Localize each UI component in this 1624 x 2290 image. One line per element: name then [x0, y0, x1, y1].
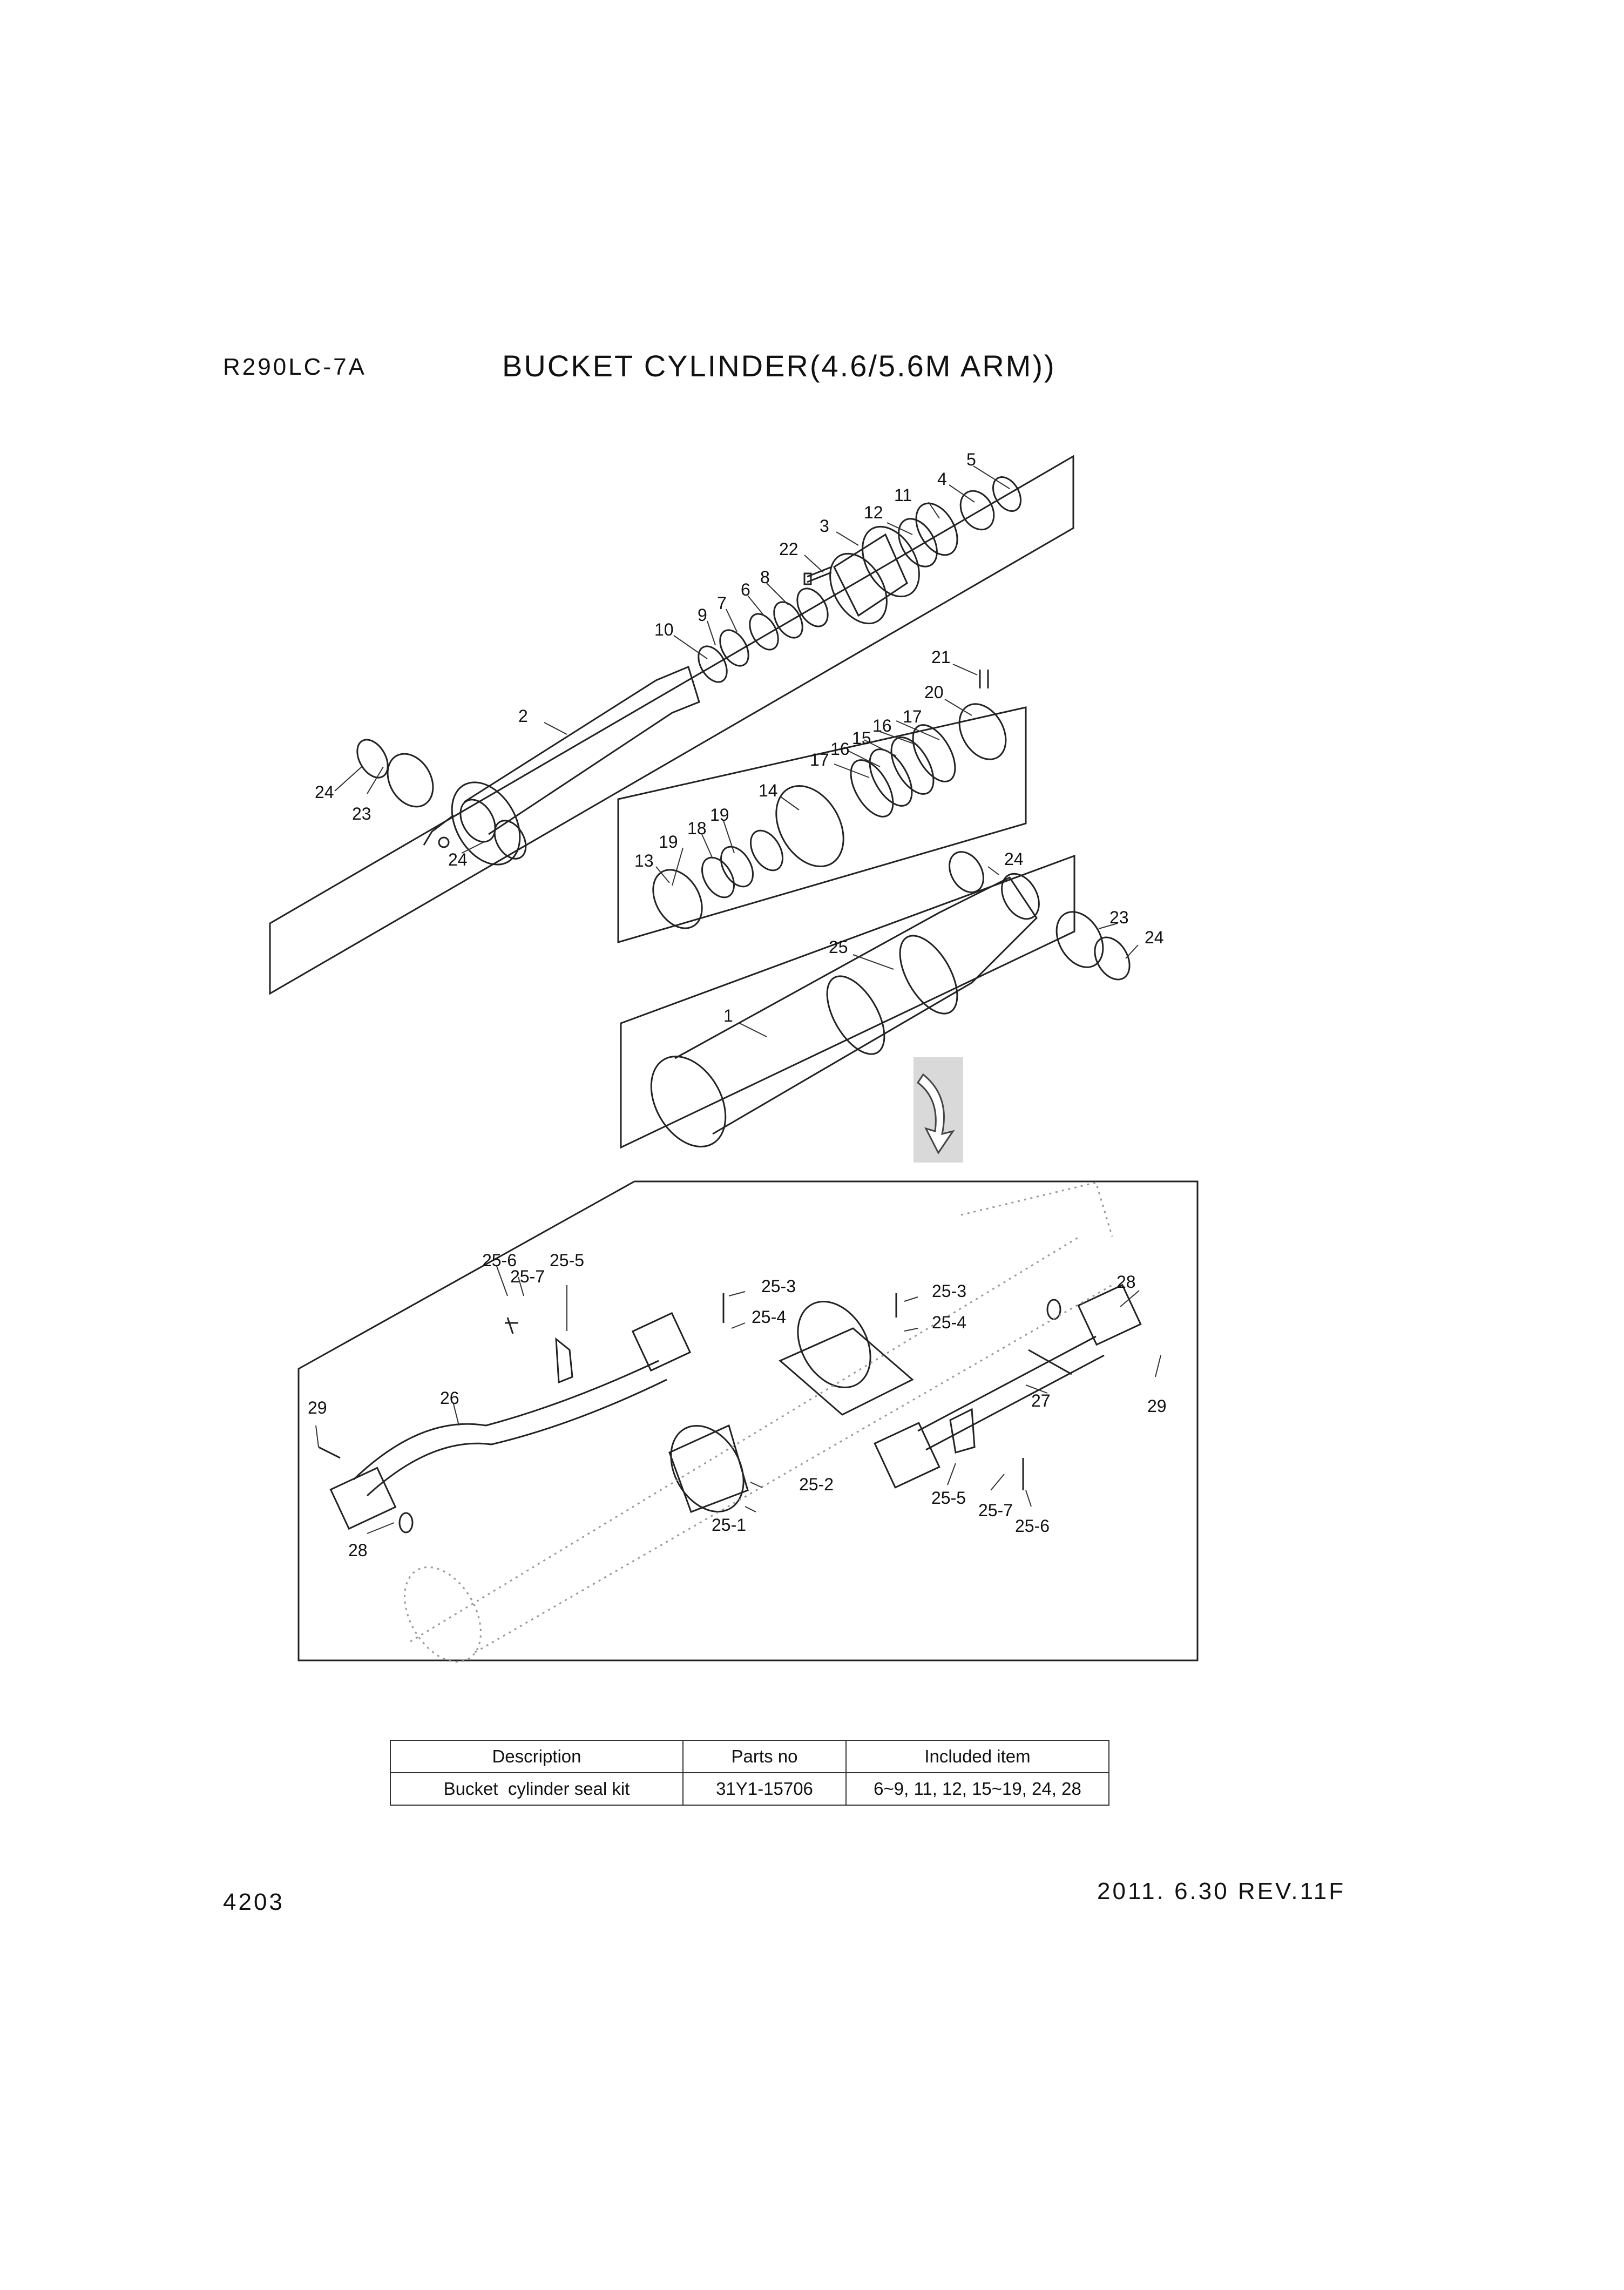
callout-16b: 16: [872, 716, 892, 735]
callout-25-3a: 25-3: [761, 1276, 796, 1296]
callout-18: 18: [687, 819, 707, 838]
cylinder-tube: [650, 851, 1131, 1148]
callout-28b: 28: [348, 1541, 368, 1560]
seal-kit-table: Description Parts no Included item Bucke…: [390, 1740, 1109, 1806]
rod-assembly: [356, 476, 1022, 866]
callout-25-7b: 25-7: [978, 1501, 1013, 1520]
panel-pipe-outline: [297, 1180, 1199, 1661]
callout-1: 1: [723, 1006, 733, 1025]
callout-11: 11: [894, 485, 912, 505]
callout-28a: 28: [1116, 1272, 1136, 1292]
callout-8: 8: [760, 568, 770, 587]
leader-lines: [315, 465, 1161, 1534]
callout-17a: 17: [810, 750, 829, 769]
callout-4: 4: [937, 469, 947, 489]
callout-29b: 29: [1147, 1396, 1167, 1416]
callout-25-4a: 25-4: [752, 1307, 786, 1327]
panel-piston-outline: [617, 706, 1027, 943]
callout-15: 15: [852, 728, 871, 748]
callout-19a: 19: [710, 805, 729, 825]
callout-25-1: 25-1: [712, 1515, 746, 1535]
callout-17b: 17: [903, 707, 922, 726]
callout-5: 5: [966, 450, 976, 469]
table-row: Bucket cylinder seal kit 31Y1-15706 6~9,…: [390, 1772, 1109, 1806]
callout-22: 22: [779, 539, 799, 559]
page-title: BUCKET CYLINDER(4.6/5.6M ARM)): [502, 349, 1056, 383]
callout-25-5b: 25-5: [931, 1488, 966, 1508]
cell-included-item: 6~9, 11, 12, 15~19, 24, 28: [845, 1772, 1109, 1806]
pipe-assembly: [318, 1284, 1142, 1534]
callout-12: 12: [864, 503, 883, 522]
callout-14: 14: [759, 781, 778, 800]
callout-20: 20: [924, 683, 944, 702]
phantom-cylinder-outline: [404, 1181, 1113, 1663]
callout-25-4b: 25-4: [932, 1313, 966, 1332]
cell-parts-no: 31Y1-15706: [682, 1772, 847, 1806]
down-arrow-icon: [914, 1057, 963, 1163]
callout-25-2: 25-2: [799, 1475, 834, 1494]
panel-rod-outline: [269, 455, 1074, 995]
callout-25-6b: 25-6: [1015, 1516, 1050, 1536]
callout-10: 10: [654, 620, 674, 639]
callout-7: 7: [717, 593, 727, 613]
page-number: 4203: [223, 1889, 285, 1915]
revision-label: 2011. 6.30 REV.11F: [1097, 1878, 1346, 1904]
callout-23b: 23: [1109, 908, 1129, 927]
callout-19b: 19: [659, 832, 678, 852]
callout-25-7a: 25-7: [510, 1267, 545, 1286]
callout-21: 21: [931, 647, 951, 667]
callout-24b: 24: [448, 850, 468, 869]
callout-13: 13: [634, 851, 654, 870]
callout-2: 2: [518, 706, 528, 726]
callout-6: 6: [741, 580, 750, 599]
header-description: Description: [390, 1740, 684, 1773]
callout-16a: 16: [830, 739, 850, 759]
callout-9: 9: [698, 605, 707, 625]
callout-25-6a: 25-6: [482, 1251, 517, 1270]
callout-25-5a: 25-5: [550, 1251, 584, 1270]
panel-tube-outline: [620, 854, 1075, 1149]
callout-26: 26: [440, 1388, 459, 1408]
callout-29a: 29: [308, 1398, 327, 1417]
cell-description: Bucket cylinder seal kit: [390, 1772, 684, 1806]
callout-24d: 24: [1145, 928, 1164, 947]
callout-27: 27: [1031, 1391, 1051, 1410]
callout-25: 25: [829, 937, 848, 957]
header-parts-no: Parts no: [682, 1740, 847, 1773]
callout-24a: 24: [315, 782, 334, 802]
piston-assembly: [652, 670, 1007, 929]
table-header-row: Description Parts no Included item: [390, 1740, 1109, 1773]
callout-3: 3: [820, 516, 829, 536]
callout-23a: 23: [352, 804, 371, 823]
model-code: R290LC-7A: [223, 354, 367, 380]
callout-24c: 24: [1004, 849, 1024, 869]
callout-25-3b: 25-3: [932, 1281, 966, 1301]
header-included-item: Included item: [845, 1740, 1109, 1773]
